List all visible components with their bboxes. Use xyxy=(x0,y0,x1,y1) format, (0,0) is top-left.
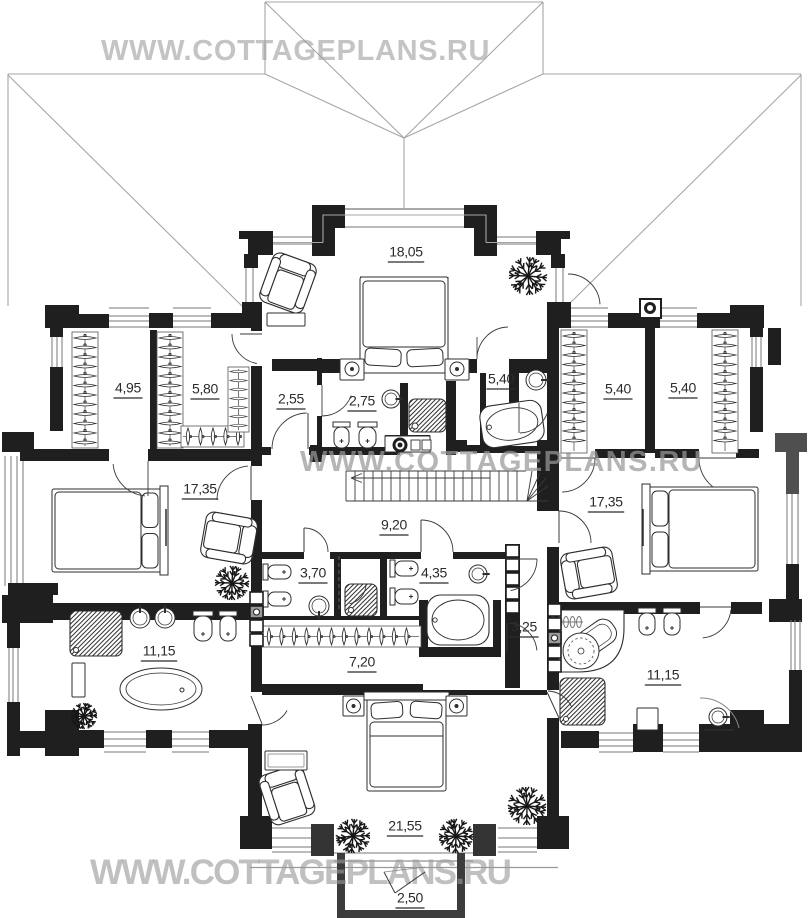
svg-text:5,80: 5,80 xyxy=(192,381,219,397)
svg-text:21,55: 21,55 xyxy=(388,818,422,834)
svg-text:WWW.COTTAGEPLANS.RU: WWW.COTTAGEPLANS.RU xyxy=(101,35,490,67)
svg-text:4,95: 4,95 xyxy=(115,380,142,396)
svg-text:3,25: 3,25 xyxy=(511,619,538,635)
svg-text:2,50: 2,50 xyxy=(397,890,424,906)
svg-text:5,40: 5,40 xyxy=(670,380,697,396)
svg-text:5,40: 5,40 xyxy=(488,371,515,387)
svg-text:4,35: 4,35 xyxy=(421,565,448,581)
svg-text:17,35: 17,35 xyxy=(183,481,217,497)
svg-text:11,15: 11,15 xyxy=(647,667,680,683)
svg-text:11,15: 11,15 xyxy=(143,643,176,659)
svg-text:7,20: 7,20 xyxy=(349,654,376,670)
svg-text:WWW.COTTAGEPLANS.RU: WWW.COTTAGEPLANS.RU xyxy=(90,853,511,892)
svg-text:2,55: 2,55 xyxy=(278,391,305,407)
svg-text:17,35: 17,35 xyxy=(589,494,623,510)
svg-text:WWW.COTTAGEPLANS.RU: WWW.COTTAGEPLANS.RU xyxy=(300,446,703,478)
svg-text:2,75: 2,75 xyxy=(349,393,376,409)
svg-text:18,05: 18,05 xyxy=(389,244,423,260)
svg-text:3,70: 3,70 xyxy=(300,565,327,581)
svg-text:5,40: 5,40 xyxy=(605,381,632,397)
svg-text:9,20: 9,20 xyxy=(381,517,408,533)
